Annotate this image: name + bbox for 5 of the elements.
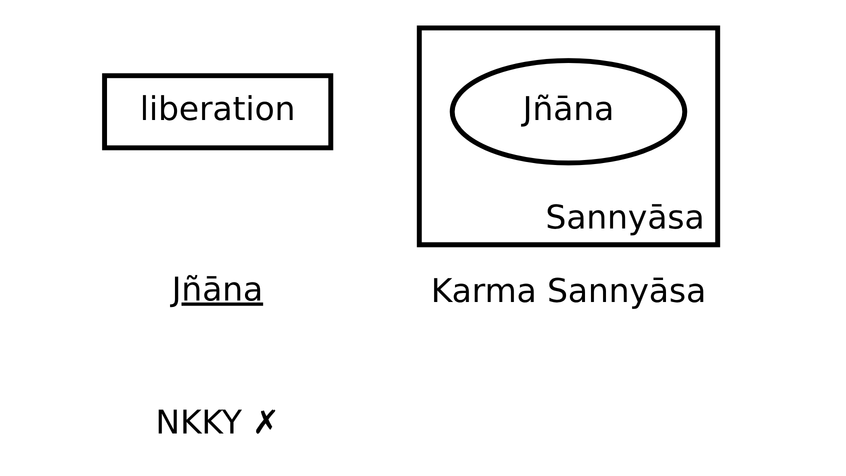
label: Karma Sannyāsa: [430, 272, 706, 310]
node-box: liberation: [102, 73, 334, 150]
node-ellipse: Jñāna: [450, 58, 688, 166]
label: Jñāna: [172, 270, 264, 308]
label: NKKY ✗: [156, 403, 280, 442]
